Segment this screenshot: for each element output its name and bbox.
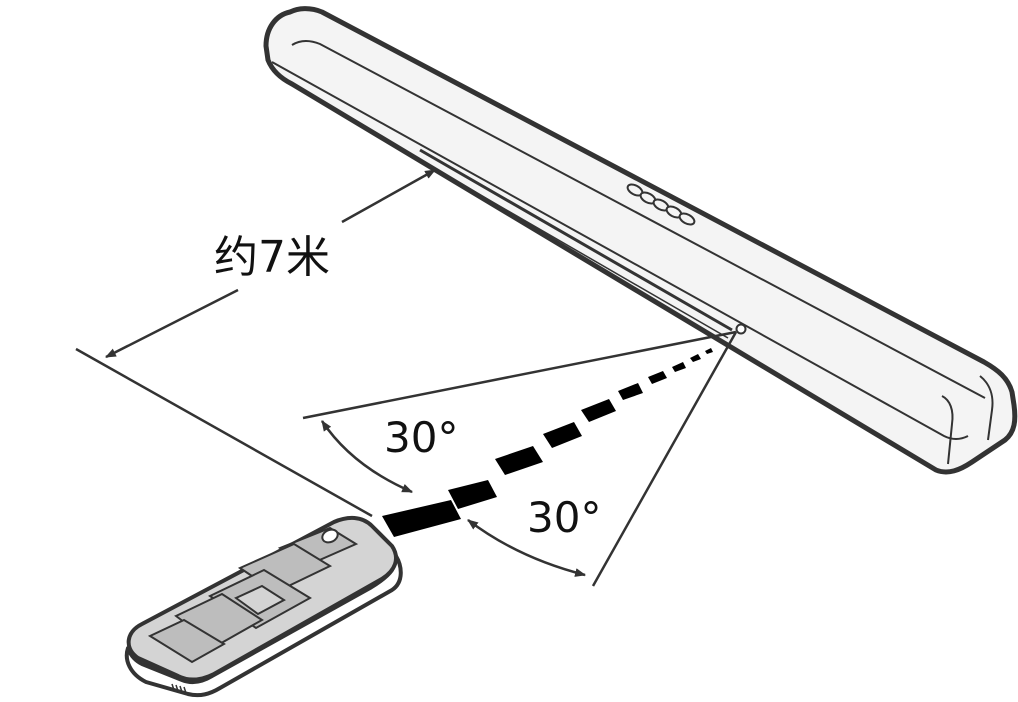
reception-cone: 30° 30°	[302, 330, 738, 587]
soundbar-front-edge	[271, 61, 969, 440]
distance-arrow-upper	[341, 168, 436, 224]
angle-label-upper: 30°	[384, 413, 458, 462]
cone-edge-upper	[302, 330, 737, 420]
ir-beam	[382, 348, 713, 537]
distance-dimension: 约7米	[75, 168, 436, 518]
extension-line-remote	[75, 347, 373, 518]
soundbar-end-cap	[941, 395, 954, 465]
soundbar	[263, 6, 1018, 475]
soundbar-end-cap-inner	[979, 375, 994, 441]
distance-label: 约7米	[214, 232, 330, 283]
remote-button-row-4	[147, 618, 226, 664]
cone-edge-lower	[591, 331, 738, 587]
soundbar-top-edge	[291, 40, 986, 399]
soundbar-grille-line-2	[419, 159, 729, 339]
power-button	[321, 528, 339, 544]
ir-sensor	[735, 323, 747, 335]
remote-dpad-center	[234, 584, 286, 616]
remote-control	[124, 515, 403, 698]
angle-arc-lower	[467, 519, 587, 577]
soundbar-buttons	[626, 183, 696, 226]
remote-grip-ribs	[171, 683, 187, 694]
angle-label-lower: 30°	[527, 493, 601, 542]
angle-arc-upper	[320, 420, 414, 494]
soundbar-grille-line	[419, 148, 733, 332]
remote-buttons	[147, 526, 359, 664]
soundbar-body	[263, 6, 1018, 475]
distance-arrow-lower	[105, 288, 239, 359]
